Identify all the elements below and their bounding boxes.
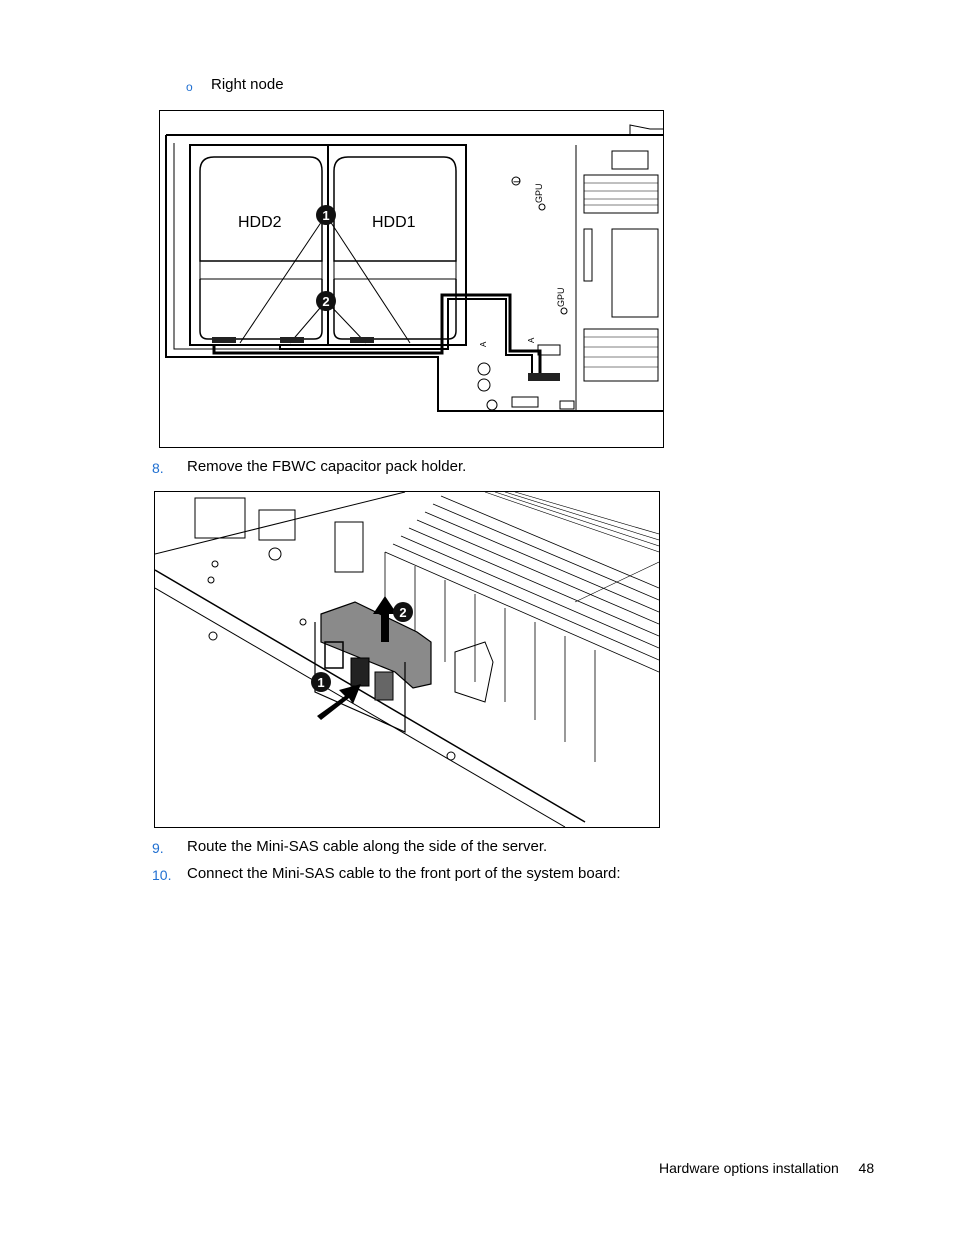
callout-badge	[393, 602, 413, 622]
right-node-diagram: 1 2 HDD2 HDD1 L GPU GPU A A	[159, 110, 664, 448]
callout-2: 2	[322, 294, 329, 309]
callout-1: 1	[322, 208, 329, 223]
step-text: Connect the Mini-SAS cable to the front …	[187, 865, 621, 882]
fbwc-holder-diagram: 2 1	[154, 491, 660, 828]
step-number: 9.	[152, 840, 164, 856]
step-number: 10.	[152, 867, 172, 883]
board-label-l: L	[512, 178, 522, 183]
right-node-illustration: 1 2 HDD2 HDD1 L GPU GPU A A	[165, 124, 663, 412]
step-number: 8.	[152, 460, 164, 476]
board-label-a1: A	[479, 341, 488, 347]
list-bullet: o	[186, 80, 193, 94]
page-number: 48	[858, 1160, 875, 1176]
footer-section: Hardware options installation	[659, 1160, 839, 1176]
board-label-a2: A	[527, 337, 536, 343]
hdd2-label: HDD2	[238, 214, 282, 231]
callout-badge	[316, 205, 336, 225]
step-text: Route the Mini-SAS cable along the side …	[187, 838, 548, 855]
board-label-gpu-top: GPU	[534, 183, 544, 203]
fbwc-holder-illustration: 2 1	[155, 492, 659, 827]
callout-badge	[311, 672, 331, 692]
right-node-label: Right node	[211, 76, 284, 93]
board-label-gpu-bottom: GPU	[556, 287, 566, 307]
callout-2: 2	[399, 605, 406, 620]
step-text: Remove the FBWC capacitor pack holder.	[187, 458, 467, 475]
callout-badge	[316, 291, 336, 311]
page-footer: Hardware options installation 48	[659, 1159, 874, 1177]
callout-1: 1	[317, 675, 324, 690]
hdd1-label: HDD1	[372, 214, 416, 231]
